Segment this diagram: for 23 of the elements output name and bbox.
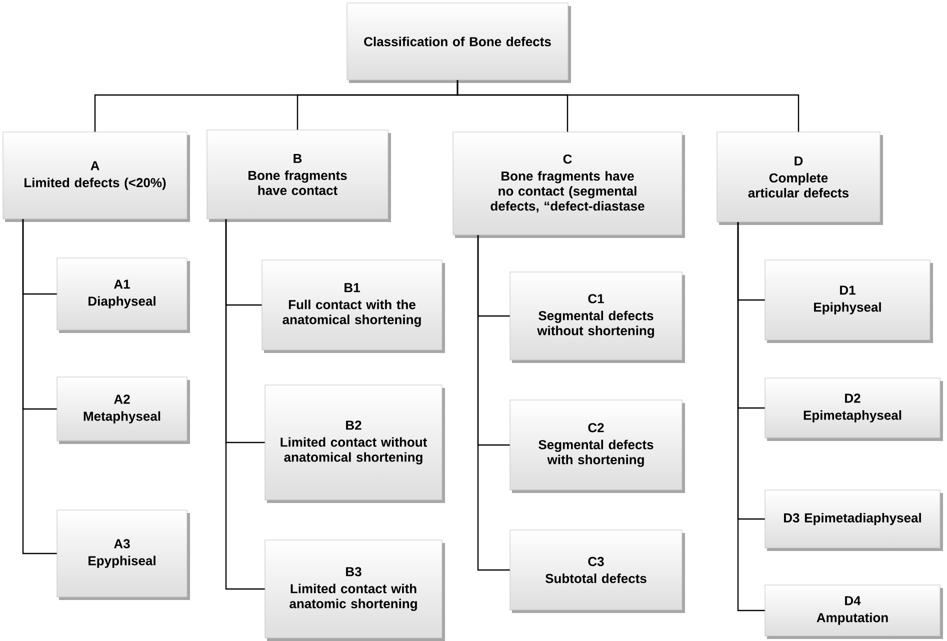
category-box: A2 Metaphyseal xyxy=(56,376,190,444)
category-box: A3 Epyphiseal xyxy=(56,510,190,600)
category-box: D Complete articular defects xyxy=(716,132,883,225)
category-box: B2 Limited contact without anatomical shortening xyxy=(264,384,445,503)
category-box: A Limited defects (<20%) xyxy=(2,132,190,222)
category-box: B1 Full contact with the anatomical shortening xyxy=(262,260,445,353)
connector xyxy=(737,222,765,612)
connector xyxy=(477,235,510,571)
category-box: C Bone fragments have no contact (segmental defects, “defect-diastase xyxy=(452,132,685,238)
category-box: C1 Segmental defects without shortening xyxy=(510,272,685,363)
connector xyxy=(22,219,57,554)
category-box: D4 Amputation xyxy=(764,584,943,639)
category-box: D2 Epimetaphyseal xyxy=(764,378,943,441)
connector xyxy=(225,219,265,590)
category-box: D3 Epimetadiaphyseal xyxy=(764,490,943,551)
connector xyxy=(456,80,800,132)
title-box: Classification of Bone defects xyxy=(346,2,571,83)
category-box: A1 Diaphyseal xyxy=(56,258,190,333)
category-box: B3 Limited contact with anatomic shortening xyxy=(264,540,445,641)
category-box: B Bone fragments have contact xyxy=(206,130,391,222)
category-box: C3 Subtotal defects xyxy=(510,530,685,613)
category-box: D1 Epiphyseal xyxy=(764,260,933,343)
category-box: C2 Segmental defects with shortening xyxy=(510,400,685,493)
